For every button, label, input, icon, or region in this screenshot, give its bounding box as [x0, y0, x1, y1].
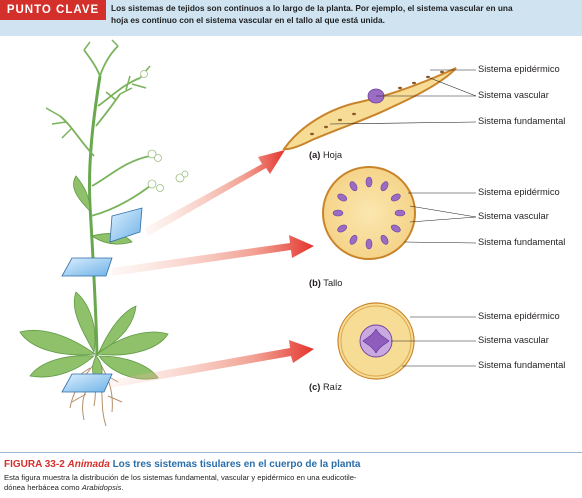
key-point-text: Los sistemas de tejidos son continuos a …: [111, 3, 513, 25]
figure-caption-title: FIGURA 33-2 Animada Los tres sistemas ti…: [4, 459, 360, 470]
panel-title-hoja: (a) Hoja: [309, 150, 342, 160]
stem-vascular-bundle: [380, 234, 389, 245]
caption-divider: [0, 452, 582, 453]
stem-vascular-label: Sistema vascular: [478, 211, 549, 221]
section-arrows: [110, 150, 314, 388]
stem-vascular-bundle: [349, 181, 358, 192]
stem-ground-label: Sistema fundamental: [478, 237, 566, 247]
plant-rosette: [19, 291, 169, 383]
figure-illustration: [19, 39, 477, 427]
stem-vascular-bundle: [365, 238, 373, 250]
panel-title-raiz: (c) Raíz: [309, 382, 342, 392]
panel-name-tallo: Tallo: [323, 278, 343, 288]
root-leader-lines: [391, 316, 476, 367]
stem-vascular-bundle: [337, 224, 348, 233]
panel-letter-a: (a): [309, 150, 321, 160]
stem-vascular-bundle: [390, 224, 401, 233]
arrow-to-leaf: [145, 150, 285, 236]
figure-number: FIGURA 33-2: [4, 459, 65, 470]
key-point-badge: PUNTO CLAVE: [0, 0, 106, 20]
stem-vascular-bundle: [337, 193, 348, 202]
stem-vascular-bundle: [394, 209, 406, 217]
stem-vascular-bundles: [332, 176, 406, 250]
plant-arabidopsis: [19, 39, 189, 427]
stem-leader-lines: [403, 192, 477, 244]
figure-caption-body: Esta figura muestra la distribución de l…: [4, 473, 424, 493]
caption-line-2: dónea herbácea como: [4, 483, 80, 492]
leaf-section-plane: [109, 207, 143, 243]
stem-cross-section: [322, 166, 477, 260]
stem-vascular-bundle: [390, 193, 401, 202]
panel-letter-c: (c): [309, 382, 321, 392]
arrow-to-stem: [112, 235, 314, 276]
stem-section-plane: [61, 257, 113, 277]
root-ground-label: Sistema fundamental: [478, 360, 566, 370]
root-epidermal-label: Sistema epidérmico: [478, 311, 560, 321]
panel-letter-b: (b): [309, 278, 321, 288]
stem-vascular-bundle: [349, 234, 358, 245]
animated-tag[interactable]: Animada: [67, 459, 110, 470]
caption-line-1: Esta figura muestra la distribución de l…: [4, 473, 357, 482]
panel-name-raiz: Raíz: [322, 382, 343, 392]
stem-epidermal-label: Sistema epidérmico: [478, 187, 560, 197]
leaf-vascular-label: Sistema vascular: [478, 90, 549, 100]
leaf-leader-lines: [329, 69, 477, 125]
leaf-cross-section: [282, 67, 477, 151]
stem-vascular-bundle: [365, 176, 373, 188]
root-cross-section: [337, 302, 476, 380]
figure-title: Los tres sistemas tisulares en el cuerpo…: [112, 459, 361, 470]
caption-species: Arabidopsis: [81, 483, 122, 492]
root-section-plane: [61, 373, 113, 393]
section-planes: [61, 207, 143, 393]
stem-vascular-bundle: [332, 209, 344, 217]
stem-vascular-bundle: [380, 181, 389, 192]
caption-period: .: [121, 483, 124, 492]
root-vascular-label: Sistema vascular: [478, 335, 549, 345]
leaf-ground-label: Sistema fundamental: [478, 116, 566, 126]
panel-name-hoja: Hoja: [322, 150, 343, 160]
panel-title-tallo: (b) Tallo: [309, 278, 342, 288]
leaf-epidermal-label: Sistema epidérmico: [478, 64, 560, 74]
arrow-to-root: [110, 340, 314, 388]
